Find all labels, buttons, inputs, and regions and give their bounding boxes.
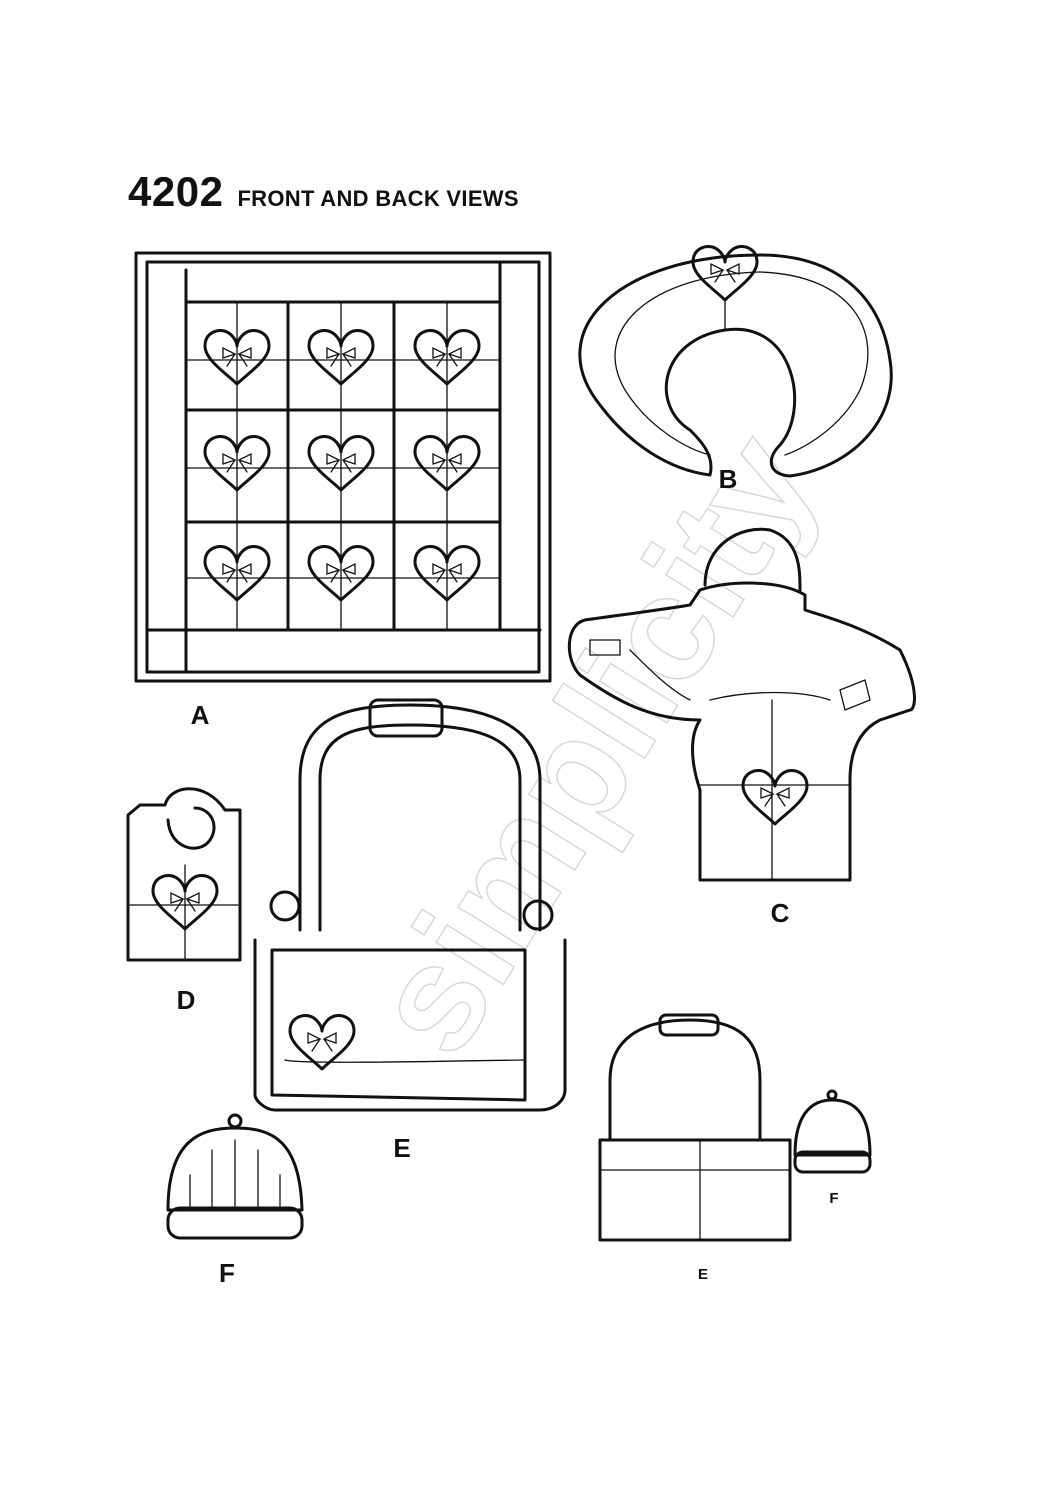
view-c-hooded-wrap <box>567 527 916 882</box>
view-label-d: D <box>176 985 196 1015</box>
view-e-diaper-bag-front <box>253 698 567 1112</box>
view-label-b: B <box>718 464 738 494</box>
pattern-number: 4202 <box>128 168 224 215</box>
view-f-hat-back <box>793 1089 872 1174</box>
watermark-logo: simplicity <box>338 404 849 1081</box>
view-e-diaper-bag-back <box>598 1013 792 1242</box>
watermark-text: simplicity <box>338 405 847 1081</box>
view-label-f-front: F <box>219 1258 235 1288</box>
view-f-hat-front <box>166 1113 304 1240</box>
view-d-bib <box>126 787 242 962</box>
view-label-e-front: E <box>393 1133 411 1163</box>
page-header: 4202 FRONT AND BACK VIEWS <box>128 168 519 216</box>
view-label-c: C <box>770 898 790 928</box>
view-label-a: A <box>190 700 210 730</box>
view-b-nursing-pillow <box>578 245 893 478</box>
view-label-f-back: F <box>829 1190 839 1207</box>
view-label-e-back: E <box>697 1266 709 1283</box>
page-title: FRONT AND BACK VIEWS <box>237 186 519 211</box>
view-a-quilt <box>134 251 552 683</box>
